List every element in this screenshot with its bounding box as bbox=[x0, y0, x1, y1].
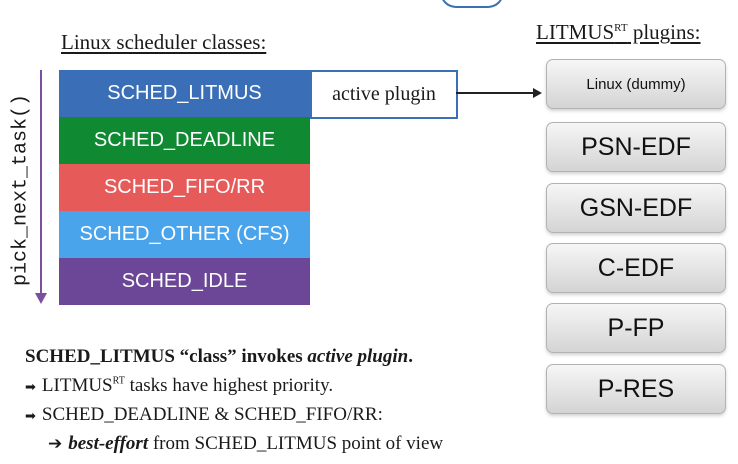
note-bullet-2: ➡ SCHED_DEADLINE & SCHED_FIFO/RR: bbox=[25, 404, 383, 426]
notes-title: SCHED_LITMUS “class” invokes active plug… bbox=[25, 346, 413, 368]
plugin-p-res[interactable]: P-RES bbox=[546, 364, 726, 414]
sched-class-label: SCHED_DEADLINE bbox=[93, 129, 276, 151]
plugin-c-edf[interactable]: C-EDF bbox=[546, 243, 726, 293]
note-b3-italic: best-effort bbox=[68, 433, 149, 454]
heading-litmus: LITMUS bbox=[536, 20, 615, 44]
heading-plugins: plugins: bbox=[627, 20, 701, 44]
notes-title-end: . bbox=[408, 346, 413, 367]
plugin-p-fp[interactable]: P-FP bbox=[546, 303, 726, 353]
priority-arrow-line bbox=[40, 70, 42, 297]
right-arrow-icon: ➔ bbox=[48, 434, 63, 454]
active-plugin-box: active plugin bbox=[310, 70, 458, 119]
plugin-label: PSN-EDF bbox=[581, 132, 691, 161]
note-b1-sup: RT bbox=[112, 375, 125, 387]
note-bullet-1: ➡ LITMUSRT tasks have highest priority. bbox=[25, 375, 333, 397]
decorative-arc bbox=[440, 0, 504, 8]
sched-class-label: SCHED_IDLE bbox=[121, 270, 248, 292]
note-b3-rest: from SCHED_LITMUS point of view bbox=[148, 433, 444, 454]
note-b1-prefix: LITMUS bbox=[41, 375, 113, 396]
plugin-label: P-FP bbox=[607, 313, 665, 342]
note-sub-bullet: ➔best-effort from SCHED_LITMUS point of … bbox=[48, 433, 443, 455]
plugin-label: GSN-EDF bbox=[579, 193, 693, 222]
sched-class-label: SCHED_OTHER (CFS) bbox=[79, 223, 290, 245]
sched-class-label: SCHED_FIFO/RR bbox=[103, 176, 266, 198]
active-plugin-label: active plugin bbox=[332, 83, 436, 105]
arrow-bullet-icon: ➡ bbox=[25, 409, 36, 424]
right-arrowhead-icon bbox=[533, 88, 542, 98]
sched-class-other-cfs: SCHED_OTHER (CFS) bbox=[59, 211, 310, 258]
arrow-bullet-icon: ➡ bbox=[25, 380, 36, 395]
plugin-linux-dummy[interactable]: Linux (dummy) bbox=[546, 59, 726, 109]
sched-class-idle: SCHED_IDLE bbox=[59, 258, 310, 305]
sched-class-fifo-rr: SCHED_FIFO/RR bbox=[59, 164, 310, 211]
notes-title-bold: SCHED_LITMUS “class” invokes bbox=[25, 346, 308, 367]
sched-class-deadline: SCHED_DEADLINE bbox=[59, 117, 310, 164]
heading-rt-sup: RT bbox=[614, 22, 628, 34]
plugin-gsn-edf[interactable]: GSN-EDF bbox=[546, 183, 726, 233]
plugin-label: C-EDF bbox=[597, 253, 675, 282]
linux-classes-heading: Linux scheduler classes: bbox=[61, 30, 267, 54]
litmus-plugins-heading: LITMUSRT plugins: bbox=[536, 20, 701, 45]
pick-next-task-label: pick_next_task() bbox=[9, 93, 33, 287]
connector-line bbox=[456, 92, 536, 94]
sched-class-label: SCHED_LITMUS bbox=[107, 82, 262, 104]
sched-class-litmus: SCHED_LITMUS bbox=[59, 70, 310, 117]
down-arrow-icon bbox=[35, 293, 47, 304]
plugin-psn-edf[interactable]: PSN-EDF bbox=[546, 122, 726, 172]
plugin-label: P-RES bbox=[597, 374, 675, 403]
plugin-label: Linux (dummy) bbox=[586, 75, 686, 93]
notes-title-italic: active plugin bbox=[307, 346, 409, 367]
note-b1-suffix: tasks have highest priority. bbox=[124, 375, 334, 396]
pick-next-task-label-wrap: pick_next_task() bbox=[1, 74, 41, 306]
note-b2-text: SCHED_DEADLINE & SCHED_FIFO/RR: bbox=[41, 404, 383, 425]
